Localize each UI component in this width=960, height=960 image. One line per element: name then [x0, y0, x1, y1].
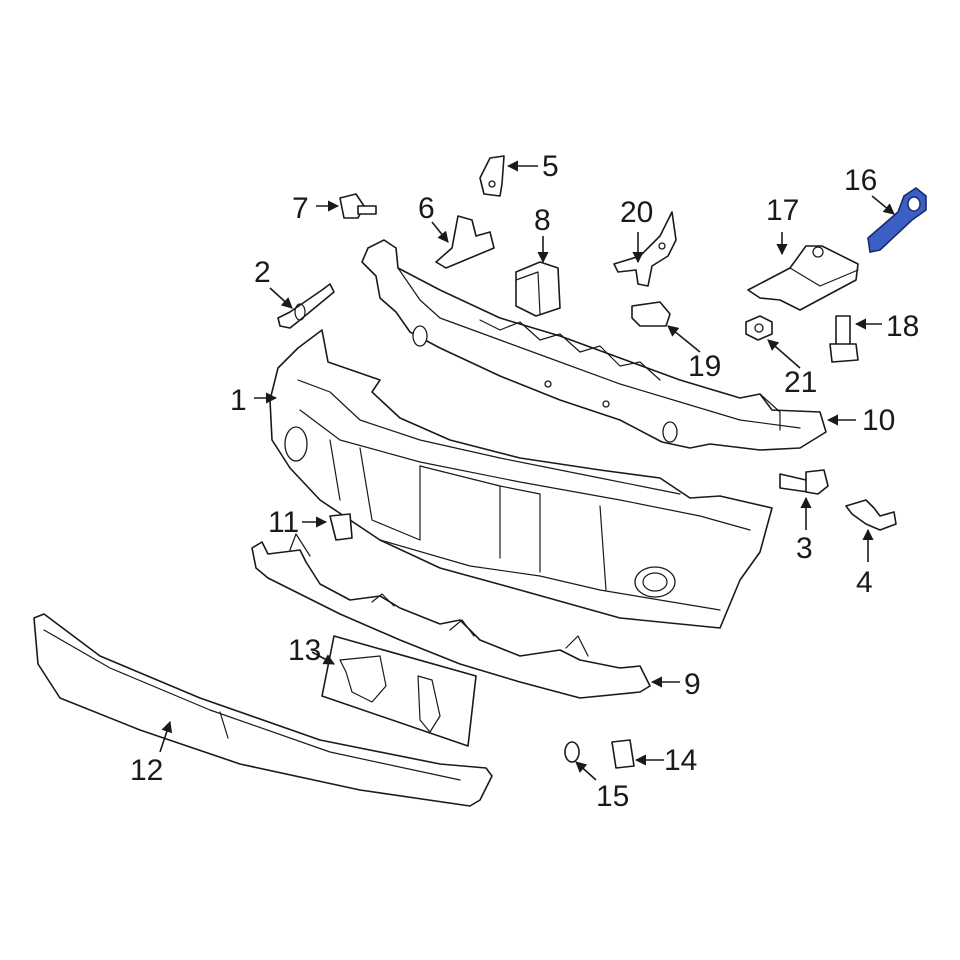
part-20-bracket[interactable]	[613, 211, 677, 287]
callout-14: 14	[664, 744, 697, 777]
callout-17: 17	[766, 194, 799, 227]
callout-12: 12	[130, 754, 163, 787]
part-19-clip[interactable]	[631, 301, 671, 327]
callout-11: 11	[268, 506, 299, 539]
part-2-push-pin[interactable]	[277, 283, 335, 329]
leader-13	[311, 651, 335, 665]
leader-2	[269, 287, 293, 309]
callout-18: 18	[886, 310, 919, 343]
part-9-lower-support[interactable]	[251, 533, 651, 699]
part-6-bracket[interactable]	[435, 215, 495, 269]
leader-12	[159, 720, 173, 753]
leader-15	[575, 761, 597, 781]
callout-5: 5	[542, 150, 559, 183]
callout-4: 4	[856, 566, 873, 599]
part-1-bumper-cover[interactable]	[269, 329, 773, 629]
part-16-tow-hook[interactable]	[867, 187, 927, 253]
leader-21	[767, 339, 801, 369]
part-14-pad[interactable]	[611, 739, 635, 769]
part-4-clip[interactable]	[845, 499, 897, 531]
part-13-shield-set[interactable]	[321, 635, 477, 747]
part-8-sensor[interactable]	[515, 261, 561, 317]
part-3-bolt[interactable]	[779, 469, 829, 495]
part-18-bolt[interactable]	[829, 315, 859, 363]
part-7-bolt[interactable]	[339, 193, 377, 219]
callout-1: 1	[230, 384, 247, 417]
callout-3: 3	[796, 532, 813, 565]
leader-16	[871, 195, 895, 215]
callout-19: 19	[688, 350, 721, 383]
callout-2: 2	[254, 256, 271, 289]
leader-19	[667, 325, 701, 353]
callout-numbers: 1 2 3 4 5 6 7 8 9 10 11 12 13 14 15 16 1…	[130, 150, 919, 813]
part-5-bracket[interactable]	[479, 155, 505, 197]
callout-9: 9	[684, 668, 701, 701]
leader-lines	[159, 160, 895, 781]
part-10-reinforcement-bar[interactable]	[361, 239, 827, 451]
part-21-nut[interactable]	[745, 315, 773, 341]
callout-10: 10	[862, 404, 895, 437]
callout-8: 8	[534, 204, 551, 237]
callout-13: 13	[288, 634, 321, 667]
part-11-pad[interactable]	[329, 513, 353, 541]
callout-20: 20	[620, 196, 653, 229]
callout-16: 16	[844, 164, 877, 197]
callout-7: 7	[292, 192, 309, 225]
callout-21: 21	[784, 366, 817, 399]
callout-15: 15	[596, 780, 629, 813]
callout-6: 6	[418, 192, 435, 225]
part-15-ring[interactable]	[564, 741, 580, 763]
part-12-lower-trim[interactable]	[33, 613, 493, 807]
part-17-bracket[interactable]	[747, 245, 859, 311]
leader-6	[431, 221, 449, 243]
